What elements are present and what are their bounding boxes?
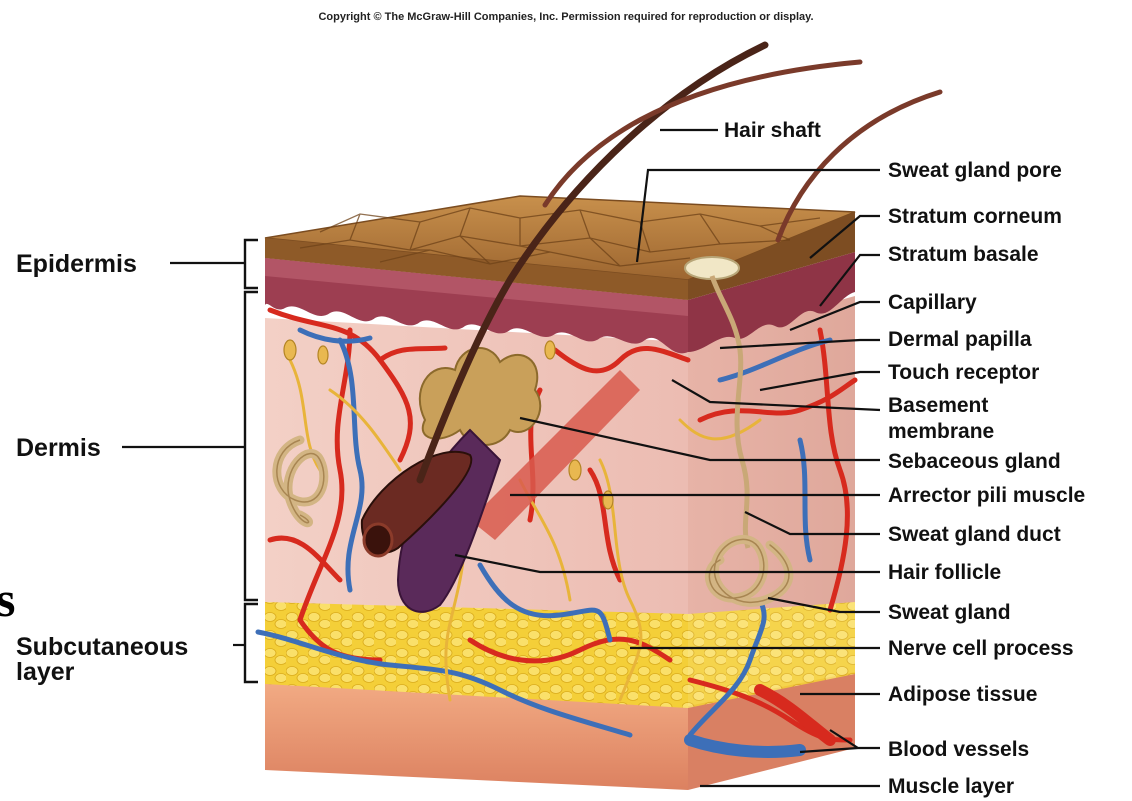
label-sweat-gland-duct: Sweat gland duct	[888, 523, 1061, 546]
label-hair-follicle: Hair follicle	[888, 561, 1001, 584]
label-sweat-gland: Sweat gland	[888, 601, 1011, 624]
label-stratum-basale: Stratum basale	[888, 243, 1039, 266]
label-subcutaneous-layer: layer	[16, 658, 75, 686]
label-epidermis: Epidermis	[16, 250, 137, 278]
label-capillary: Capillary	[888, 291, 977, 314]
label-membrane: membrane	[888, 420, 994, 443]
label-muscle-layer: Muscle layer	[888, 775, 1014, 798]
epidermis-bracket	[245, 240, 258, 288]
label-dermis: Dermis	[16, 434, 101, 462]
layer-brackets	[122, 240, 258, 682]
hair-shaft-cross-section	[364, 524, 392, 556]
subcutaneous-bracket	[245, 604, 258, 682]
copyright-notice: Copyright © The McGraw-Hill Companies, I…	[318, 11, 813, 23]
label-adipose-tissue: Adipose tissue	[888, 683, 1037, 706]
label-sebaceous-gland: Sebaceous gland	[888, 450, 1061, 473]
label-basement: Basement	[888, 394, 988, 417]
skin-block	[258, 45, 940, 790]
dermis-bracket	[245, 292, 258, 600]
label-stratum-corneum: Stratum corneum	[888, 205, 1062, 228]
label-touch-receptor: Touch receptor	[888, 361, 1039, 384]
label-blood-vessels: Blood vessels	[888, 738, 1029, 761]
label-subcutaneous: Subcutaneous	[16, 633, 188, 661]
label-hair-shaft: Hair shaft	[724, 119, 821, 142]
sweat-gland-pore	[685, 257, 739, 279]
stray-glyph: s	[0, 571, 15, 627]
label-dermal-papilla: Dermal papilla	[888, 328, 1032, 351]
label-arrector-pili-muscle: Arrector pili muscle	[888, 484, 1085, 507]
label-sweat-gland-pore: Sweat gland pore	[888, 159, 1062, 182]
label-nerve-cell-process: Nerve cell process	[888, 637, 1074, 660]
